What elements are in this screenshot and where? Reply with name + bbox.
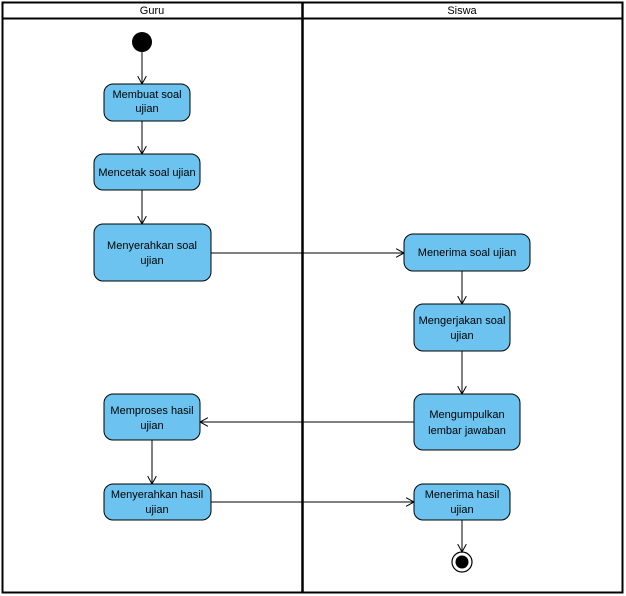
activity-menyerahkan-soal: Menyerahkan soal ujian — [93, 223, 212, 282]
activity-memproses-hasil: Memproses hasil ujian — [103, 393, 201, 441]
activity-label-line: ujian — [140, 420, 163, 432]
activity-label-line: Menerima soal ujian — [418, 247, 516, 259]
activity-label-line: lembar jawaban — [428, 425, 506, 437]
activity-membuat-soal: Membuat soal ujian — [103, 83, 191, 122]
activity-label-line: Mengumpulkan — [429, 409, 504, 421]
final-node — [451, 551, 473, 573]
activity-label-line: Menerima hasil — [425, 489, 500, 501]
activity-label-line: ujian — [450, 330, 473, 342]
activity-menerima-soal: Menerima soal ujian — [403, 233, 531, 272]
activity-label-line: ujian — [145, 504, 168, 516]
initial-node — [132, 32, 152, 52]
activity-label-line: Membuat soal — [112, 89, 181, 101]
activity-label-line: Memproses hasil — [110, 405, 193, 417]
activity-label-line: Mengerjakan soal — [419, 315, 506, 327]
activity-label-line: Menyerahkan soal — [107, 240, 197, 252]
activity-menerima-hasil: Menerima hasil ujian — [413, 483, 511, 521]
activity-label-line: Menyerahkan hasil — [111, 489, 203, 501]
activity-label-line: ujian — [135, 103, 158, 115]
activity-menyerahkan-hasil: Menyerahkan hasil ujian — [103, 483, 212, 521]
activity-label-line: ujian — [140, 255, 163, 267]
activity-mencetak-soal: Mencetak soal ujian — [93, 153, 201, 191]
activity-label-line: ujian — [450, 504, 473, 516]
activity-label-line: Mencetak soal ujian — [98, 167, 195, 179]
arrowhead-end — [457, 543, 467, 554]
lane-header-siswa: Siswa — [447, 5, 477, 17]
lane-header-guru: Guru — [140, 5, 164, 17]
activity-mengumpulkan-lembar: Mengumpulkan lembar jawaban — [413, 393, 521, 451]
activity-mengerjakan-soal: Mengerjakan soal ujian — [413, 303, 511, 352]
